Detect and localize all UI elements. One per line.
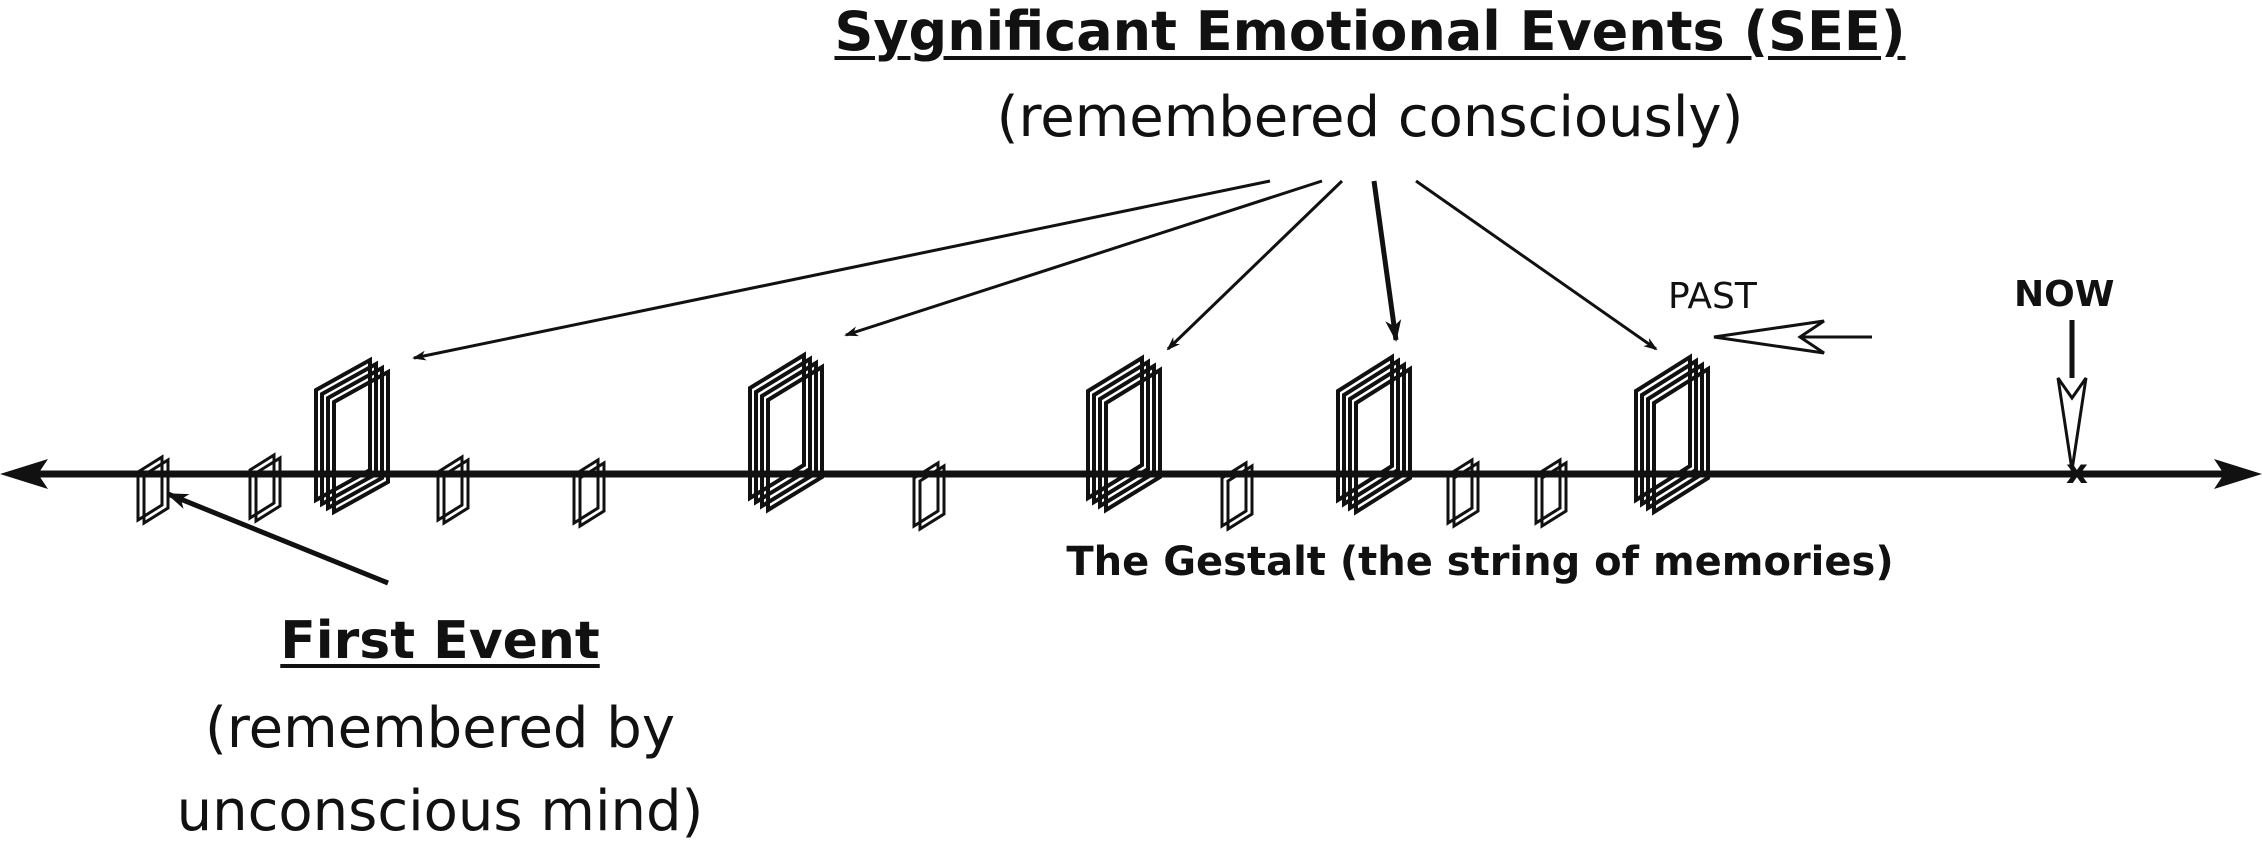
see-arrow-2 (844, 179, 1323, 337)
minor-event-5 (912, 460, 946, 532)
significant-event-1 (314, 356, 390, 516)
significant-event-3 (1086, 354, 1162, 514)
now-label: NOW (2014, 274, 2115, 315)
minor-event-6 (1220, 460, 1254, 532)
see-arrow-5 (1415, 179, 1658, 351)
minor-event-1 (136, 454, 170, 526)
now-x-marker: x (2066, 452, 2088, 492)
first-event-title: First Event (280, 611, 600, 671)
see-title: Sygnificant Emotional Events (SEE) (834, 0, 1906, 63)
now-marker-arrow (2056, 320, 2088, 471)
significant-event-4 (1336, 353, 1412, 516)
see-arrows (412, 179, 1658, 361)
minor-event-2 (248, 452, 282, 524)
minor-event-4 (572, 457, 606, 529)
gestalt-label: The Gestalt (the string of memories) (1066, 539, 1894, 585)
significant-event-5 (1634, 353, 1710, 516)
see-arrow-1 (412, 179, 1271, 361)
past-direction-arrow (1713, 319, 1872, 355)
timeline-right-arrowhead (2214, 459, 2262, 489)
minor-event-3 (436, 454, 470, 526)
minor-event-7 (1446, 457, 1480, 529)
first-event-subtitle-line1: (remembered by (205, 696, 675, 761)
timeline-left-arrowhead (0, 459, 48, 489)
first-event-subtitle-line2: unconscious mind) (176, 779, 704, 844)
minor-event-8 (1534, 457, 1568, 529)
see-arrow-4 (1371, 180, 1402, 342)
first-event-arrow (166, 491, 389, 586)
past-label: PAST (1668, 276, 1757, 317)
see-subtitle: (remembered consciously) (996, 85, 1744, 150)
significant-event-2 (748, 351, 824, 514)
see-arrow-3 (1166, 179, 1344, 351)
